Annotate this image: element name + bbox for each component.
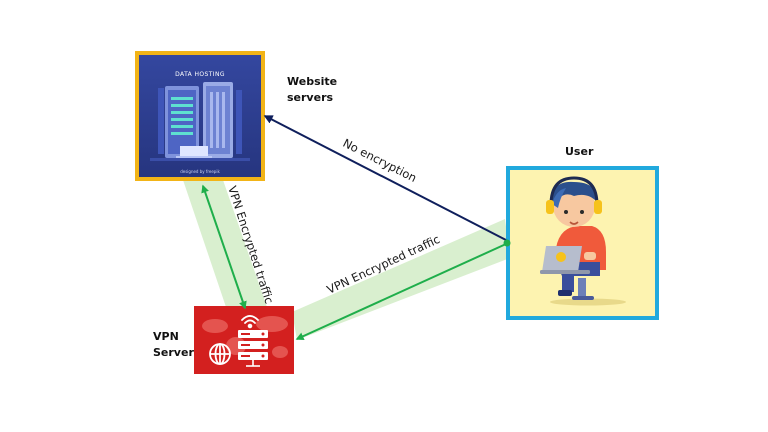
data-hosting-title: DATA HOSTING — [175, 71, 225, 78]
vpn-server-label: VPN Server — [153, 330, 194, 359]
website-servers-node: DATA HOSTING designed by freepik — [135, 51, 265, 181]
user-label: User — [565, 145, 594, 158]
vpn-server-image — [194, 306, 294, 374]
vpn-server-node — [194, 306, 294, 374]
tunnel-band-user-vpn — [292, 219, 510, 340]
user-with-laptop-icon — [540, 176, 626, 306]
arrow-vpn-website-encrypted — [201, 184, 247, 310]
server-stack-icon — [238, 330, 268, 367]
arrow-user-to-vpn-encrypted — [295, 243, 507, 340]
server-rack-icon — [150, 82, 250, 161]
wifi-icon — [241, 315, 259, 329]
user-connection-point — [503, 239, 511, 247]
arrow-user-to-website-no-encryption — [263, 115, 507, 241]
website-servers-label: Website servers — [287, 75, 338, 104]
image-credit: designed by freepik — [180, 169, 220, 174]
globe-icon — [209, 343, 231, 365]
user-node — [506, 166, 659, 320]
